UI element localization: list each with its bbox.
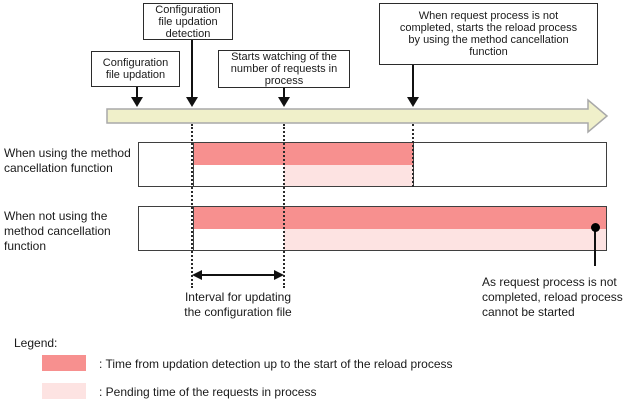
interval-arrowhead-left — [192, 270, 202, 280]
bar-without-cancellation — [138, 206, 607, 251]
row-label-with-cancellation: When using the method cancellation funct… — [4, 146, 131, 175]
bar-with-cancellation — [138, 142, 607, 187]
interval-label: Interval for updating the configuration … — [184, 290, 292, 319]
dotted-line-updation-detection — [191, 124, 193, 288]
callout-reload-with-cancellation: When request process is not completed, s… — [379, 3, 598, 65]
connector-updation-detection-arrowhead — [186, 97, 198, 107]
timeline-arrow-shape — [106, 98, 609, 134]
connector-config-updation-arrowhead — [131, 97, 143, 107]
annotation-reload-cannot-start: As request process is not completed, rel… — [482, 275, 623, 319]
callout-config-updation: Configuration file updation — [91, 51, 180, 87]
bar1-divider-detection — [193, 143, 194, 186]
row-label-without-cancellation: When not using the method cancellation f… — [4, 209, 111, 253]
legend-label-pending-time: : Pending time of the requests in proces… — [99, 385, 317, 399]
bar2-pending-time-segment — [284, 229, 606, 250]
callout-updation-detection: Configuration file updation detection — [143, 3, 233, 40]
bar2-divider-detection — [193, 207, 194, 250]
dotted-line-starts-watching — [283, 124, 285, 288]
connector-updation-detection-line — [191, 39, 193, 100]
legend-swatch-reload-time — [42, 355, 86, 371]
bar1-reload-time-segment — [193, 143, 414, 165]
interval-arrowhead-right — [274, 270, 284, 280]
connector-reload-line — [412, 65, 414, 100]
incomplete-request-dot — [591, 223, 600, 232]
connector-config-updation-line — [136, 87, 138, 100]
callout-starts-watching: Starts watching of the number of request… — [218, 50, 350, 88]
legend-label-reload-time: : Time from updation detection up to the… — [99, 357, 453, 371]
legend-swatch-pending-time — [42, 383, 86, 399]
incomplete-request-leader-line — [594, 231, 596, 266]
interval-arrow-line — [200, 274, 276, 276]
dotted-line-reload-start — [412, 124, 414, 187]
bar1-pending-time-segment — [284, 165, 414, 186]
connector-starts-watching-line — [283, 88, 285, 100]
connector-starts-watching-arrowhead — [278, 97, 290, 107]
connector-reload-arrowhead — [407, 97, 419, 107]
bar2-reload-time-segment — [193, 207, 606, 229]
legend-title: Legend: — [14, 336, 58, 350]
